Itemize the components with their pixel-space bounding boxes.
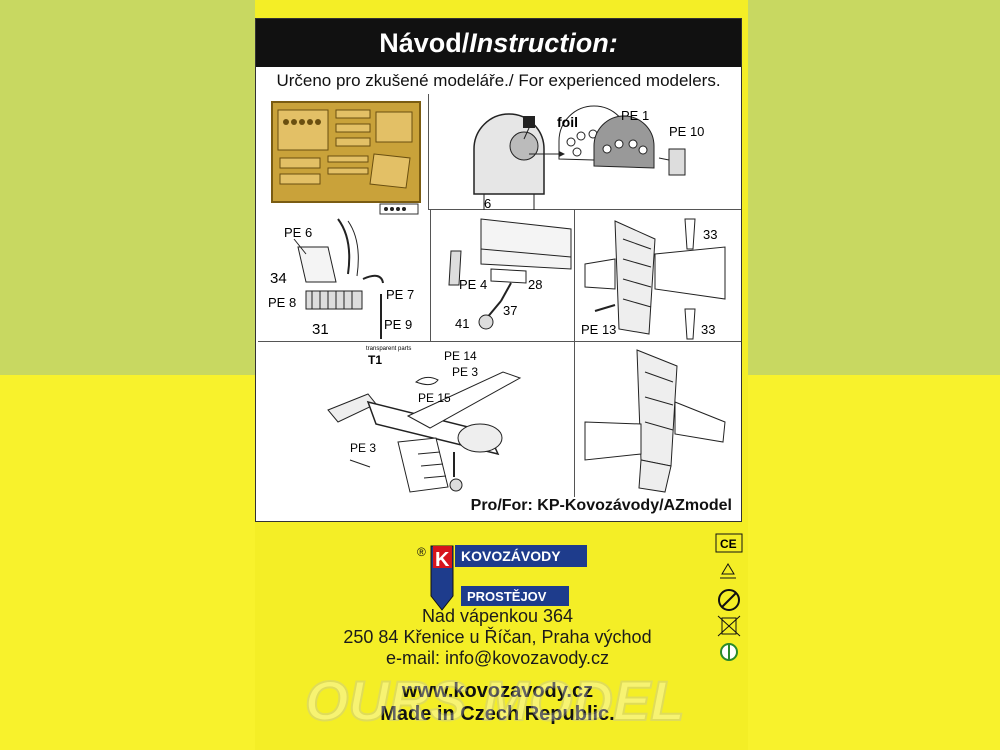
label-pe1: PE 1: [621, 108, 649, 123]
panel-rudder-pedals: PE 4 28 37 41: [430, 209, 575, 341]
label-part28: 28: [528, 277, 542, 292]
label-part34: 34: [270, 270, 287, 287]
regulatory-symbols: CE: [712, 532, 752, 672]
label-pe3-bottom: PE 3: [350, 441, 376, 455]
website: www.kovozavody.cz: [401, 680, 594, 702]
address-email: e-mail: info@kovozavody.cz: [385, 648, 610, 668]
label-part41: 41: [455, 316, 469, 331]
footer-credit: Pro/For: KP-Kovozávody/AZmodel: [470, 497, 732, 514]
panel-photoetch-fret: [258, 94, 428, 217]
label-part31: 31: [312, 321, 329, 338]
green-dot-icon: [720, 643, 738, 661]
label-pe10: PE 10: [669, 124, 704, 139]
label-pe6: PE 6: [284, 225, 312, 240]
web-block: www.kovozavody.cz Made in Czech Republic…: [255, 680, 740, 726]
instrument-panel-diagram: foil PE 1 PE 10 6: [473, 105, 704, 212]
aircraft-assembly-diagram: transparent parts T1 PE 14 PE 3 PE 15 PE…: [327, 346, 522, 493]
title-czech: Návod/: [379, 28, 470, 58]
label-pe8: PE 8: [268, 295, 296, 310]
logo-letter: K: [435, 549, 450, 571]
regulatory-symbols-graphic: CE: [715, 533, 743, 661]
logo-line1: KOVOZÁVODY: [461, 548, 561, 564]
tail-unit-diagram: 33 PE 13 33: [581, 218, 726, 340]
panel-tail-unit: 33 PE 13 33: [575, 209, 741, 341]
subtitle: Určeno pro zkušené modeláře./ For experi…: [276, 71, 721, 90]
label-pe14: PE 14: [444, 349, 477, 363]
title-english: Instruction:: [469, 28, 618, 58]
kovozavody-logo-graphic: ® K KOVOZÁVODY PROSTĚJOV: [417, 545, 587, 611]
label-pe3-top: PE 3: [452, 365, 478, 379]
registered-mark: ®: [417, 545, 426, 559]
not-for-children-icon: [718, 589, 740, 611]
rudder-pedals-diagram: PE 4 28 37 41: [448, 218, 572, 331]
recycle-icon: [720, 563, 736, 579]
address-street: Nad vápenkou 364: [421, 606, 574, 626]
label-transparent-parts: transparent parts: [366, 346, 411, 352]
label-part6: 6: [484, 196, 491, 210]
panel-aircraft-assembly: transparent parts T1 PE 14 PE 3 PE 15 PE…: [258, 341, 575, 497]
instruction-panel: Návod/Instruction: Určeno pro zkušené mo…: [255, 18, 742, 522]
label-foil: foil: [557, 114, 578, 130]
label-pe4: PE 4: [459, 277, 487, 292]
label-part33-top: 33: [703, 227, 717, 242]
photoetch-fret-image: [271, 101, 421, 215]
panel-instrument-panel: foil PE 1 PE 10 6: [428, 94, 741, 212]
kovozavody-logo: ® K KOVOZÁVODY PROSTĚJOV: [415, 540, 590, 620]
logo-line2: PROSTĚJOV: [467, 589, 547, 604]
address-city: 250 84 Křenice u Říčan, Praha východ: [343, 627, 652, 647]
tail-assembly-diagram: [584, 349, 726, 493]
label-t1: T1: [368, 353, 382, 367]
label-pe7: PE 7: [386, 287, 414, 302]
panel-seat: PE 6 34 PE 7 PE 8 31 PE 9: [258, 209, 430, 341]
label-part37: 37: [503, 303, 517, 318]
label-pe9: PE 9: [384, 317, 412, 332]
label-pe13: PE 13: [581, 322, 616, 337]
label-part33-bottom: 33: [701, 322, 715, 337]
waste-bin-icon: [717, 615, 741, 637]
seat-diagram: PE 6 34 PE 7 PE 8 31 PE 9: [268, 218, 414, 339]
address-block: Nad vápenkou 364 250 84 Křenice u Říčan,…: [255, 606, 740, 669]
panel-tail-assembly: [575, 341, 741, 497]
instruction-header: Návod/Instruction:: [256, 19, 741, 67]
ce-mark: CE: [720, 537, 737, 551]
label-pe15: PE 15: [418, 391, 451, 405]
made-in: Made in Czech Republic.: [380, 703, 615, 725]
